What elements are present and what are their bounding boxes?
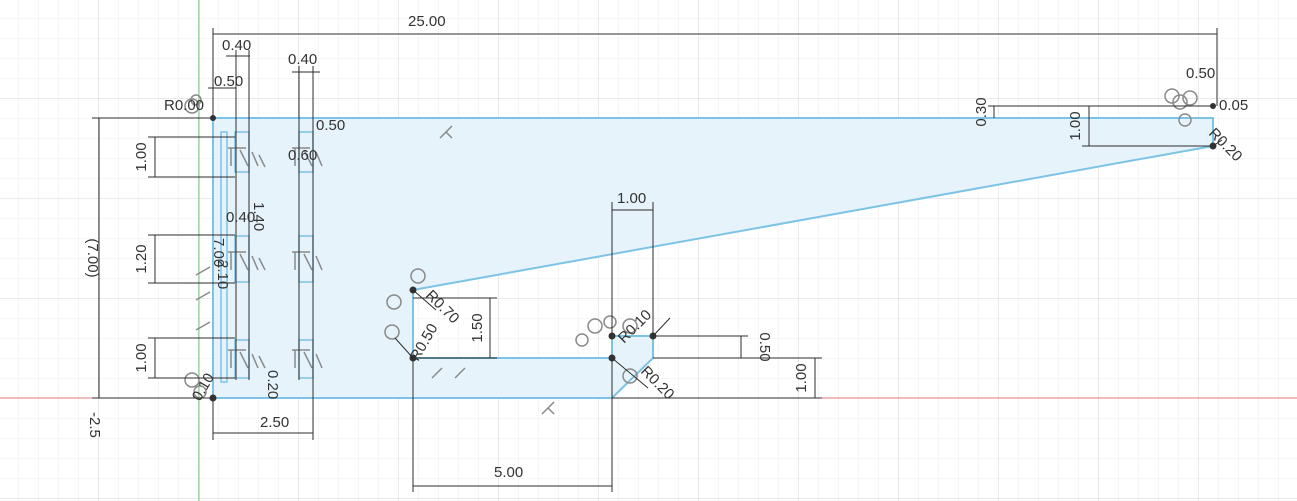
dimension-lines (92, 28, 1223, 492)
sketch-profile[interactable] (212, 117, 1214, 399)
dim-slot-060[interactable]: 0.60 (288, 147, 317, 164)
dim-notch-width[interactable]: 1.00 (617, 190, 646, 207)
dim-050-top-left[interactable]: 0.50 (214, 73, 243, 90)
dim-small-020[interactable]: 0.20 (264, 370, 281, 399)
dim-small-700[interactable]: 7.00 (210, 238, 227, 267)
dim-right-100[interactable]: 1.00 (1067, 111, 1084, 140)
dim-notch-height[interactable]: 1.50 (469, 313, 486, 342)
axis-value-label: -2.5 (86, 412, 103, 438)
dim-left-100-bottom[interactable]: 1.00 (133, 343, 150, 372)
dim-small-210[interactable]: 2.10 (214, 260, 231, 289)
dim-left-height[interactable]: (7.00) (84, 238, 101, 277)
dim-left-120[interactable]: 1.20 (133, 244, 150, 273)
dim-small-050[interactable]: 0.50 (316, 117, 345, 134)
dim-040-mid[interactable]: 0.40 (288, 51, 317, 68)
dim-right-050[interactable]: 0.50 (1186, 65, 1215, 82)
dim-040-left[interactable]: 0.40 (222, 37, 251, 54)
dimension-labels: 25.00 0.40 0.40 0.50 R0.00 (7.00) -2.5 1… (84, 13, 1248, 481)
dim-radius-000[interactable]: R0.00 (164, 97, 204, 114)
constraint-glyphs (184, 88, 1198, 415)
dim-left-100-top[interactable]: 1.00 (133, 142, 150, 171)
dim-step-050[interactable]: 0.50 (756, 332, 773, 361)
dim-bottom-500[interactable]: 5.00 (494, 464, 523, 481)
dim-right-005[interactable]: 0.05 (1219, 97, 1248, 114)
dim-small-140[interactable]: 1.40 (250, 202, 267, 231)
dim-overall-width[interactable]: 25.00 (408, 13, 446, 30)
dim-bottom-250[interactable]: 2.50 (260, 414, 289, 431)
dim-right-030[interactable]: 0.30 (973, 97, 990, 126)
dim-step-100[interactable]: 1.00 (793, 363, 810, 392)
dim-small-040[interactable]: 0.40 (226, 209, 255, 226)
